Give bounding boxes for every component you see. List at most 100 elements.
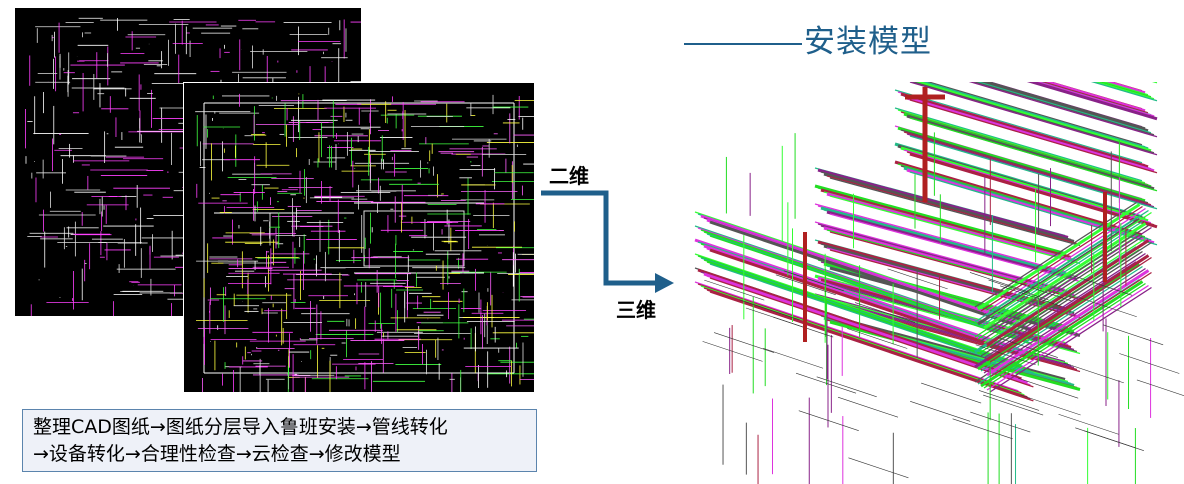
- drawing-line: [1063, 362, 1124, 384]
- drawing-line: [911, 82, 1155, 154]
- drawing-line: [989, 241, 1152, 348]
- drawing-line: [1012, 281, 1073, 302]
- drawing-line: [1072, 274, 1133, 296]
- cad-drawing-floor-plan-2: [183, 82, 577, 417]
- drawing-line: [975, 344, 1036, 366]
- drawing-line: [694, 225, 1019, 336]
- drawing-line: [909, 117, 1158, 192]
- drawing-line: [816, 376, 877, 398]
- drawing-line: [989, 256, 1152, 363]
- drawing-line: [709, 235, 1034, 346]
- drawing-line: [762, 347, 824, 369]
- 3d-installation-model: [694, 82, 1184, 484]
- drawing-line: [977, 82, 1149, 133]
- drawing-line: [694, 253, 1019, 364]
- drawing-line: [709, 220, 1034, 333]
- drawing-line: [823, 244, 1075, 315]
- arrow-head-icon: [655, 273, 674, 293]
- drawing-line: [980, 205, 1143, 312]
- drawing-line: [980, 280, 1144, 388]
- drawing-line: [837, 396, 899, 418]
- drawing-line: [709, 248, 1034, 361]
- drawing-line: [906, 96, 1155, 173]
- drawing-line: [1136, 379, 1184, 396]
- arrow-path: [541, 190, 657, 286]
- drawing-line: [817, 223, 1069, 293]
- drawing-line: [848, 457, 909, 479]
- drawing-line: [986, 239, 1150, 347]
- drawing-line: [989, 271, 1152, 378]
- drawing-line: [972, 82, 1155, 136]
- drawing-line: [978, 390, 1040, 411]
- drawing-line: [817, 168, 1069, 239]
- drawing-line: [909, 82, 1158, 156]
- drawing-line: [694, 211, 1019, 322]
- drawing-line: [894, 107, 1143, 182]
- drawing-line: [989, 211, 1152, 318]
- title-text: 安装模型: [804, 24, 932, 60]
- drawing-line: [986, 209, 1149, 316]
- drawing-line: [1094, 82, 1155, 100]
- drawing-line: [897, 126, 1146, 203]
- drawing-line: [700, 257, 1025, 368]
- drawing-line: [703, 259, 1028, 370]
- drawing-line: [1090, 82, 1158, 102]
- drawing-line: [989, 226, 1152, 333]
- drawing-line: [847, 328, 908, 349]
- drawing-line: [906, 168, 1155, 245]
- title-dash: [684, 42, 802, 45]
- drawing-line: [977, 203, 1141, 311]
- drawing-line: [887, 268, 948, 290]
- drawing-line: [983, 237, 1146, 344]
- drawing-line: [921, 382, 982, 404]
- drawing-line: [988, 279, 1049, 301]
- drawing-line: [980, 250, 1143, 357]
- drawing-line: [999, 285, 1061, 307]
- drawing-line: [1076, 296, 1137, 318]
- drawing-line: [1103, 324, 1164, 346]
- drawing-line: [976, 82, 1152, 134]
- drawing-line: [709, 263, 1034, 374]
- drawing-line: [1018, 377, 1079, 399]
- drawing-line: [1041, 82, 1146, 113]
- drawing-line: [894, 89, 1143, 164]
- drawing-line: [909, 171, 1158, 246]
- drawing-line: [817, 240, 1069, 311]
- drawing-line: [745, 307, 807, 329]
- drawing-line: [1026, 82, 1158, 121]
- drawing-line: [983, 282, 1146, 389]
- drawing-line: [983, 252, 1146, 359]
- drawing-line: [903, 149, 1152, 224]
- label-3d: 三维: [616, 298, 656, 322]
- drawing-line: [820, 206, 1072, 277]
- drawing-line: [798, 410, 859, 431]
- drawing-line: [989, 286, 1152, 393]
- drawing-line: [997, 337, 1058, 358]
- drawing-line: [912, 82, 1152, 153]
- drawing-line: [694, 281, 1019, 392]
- drawing-line: [1058, 413, 1119, 435]
- label-2d: 二维: [549, 164, 589, 188]
- drawing-line: [986, 224, 1149, 331]
- drawing-line: [1102, 82, 1149, 96]
- drawing-line: [986, 284, 1149, 391]
- drawing-line: [702, 341, 763, 362]
- drawing-line: [1041, 82, 1149, 114]
- drawing-line: [909, 135, 1158, 210]
- drawing-line: [713, 332, 775, 353]
- drawing-line: [983, 394, 1044, 416]
- drawing-line: [900, 129, 1149, 204]
- basketball-court: [363, 210, 465, 267]
- drawing-line: [969, 272, 1031, 293]
- flow-line-1: 整理CAD图纸→图纸分层导入鲁班安装→管线转化: [33, 416, 448, 438]
- drawing-line: [706, 233, 1031, 344]
- drawing-line: [739, 299, 800, 321]
- drawing-line: [986, 254, 1150, 362]
- drawing-line: [897, 109, 1146, 184]
- drawing-line: [795, 372, 857, 394]
- drawing-line: [983, 267, 1146, 374]
- drawing-line: [854, 302, 916, 323]
- flow-line-2: →设备转化→合理性检查→云检查→修改模型: [33, 443, 401, 465]
- drawing-line: [910, 401, 971, 422]
- drawing-line: [906, 133, 1155, 208]
